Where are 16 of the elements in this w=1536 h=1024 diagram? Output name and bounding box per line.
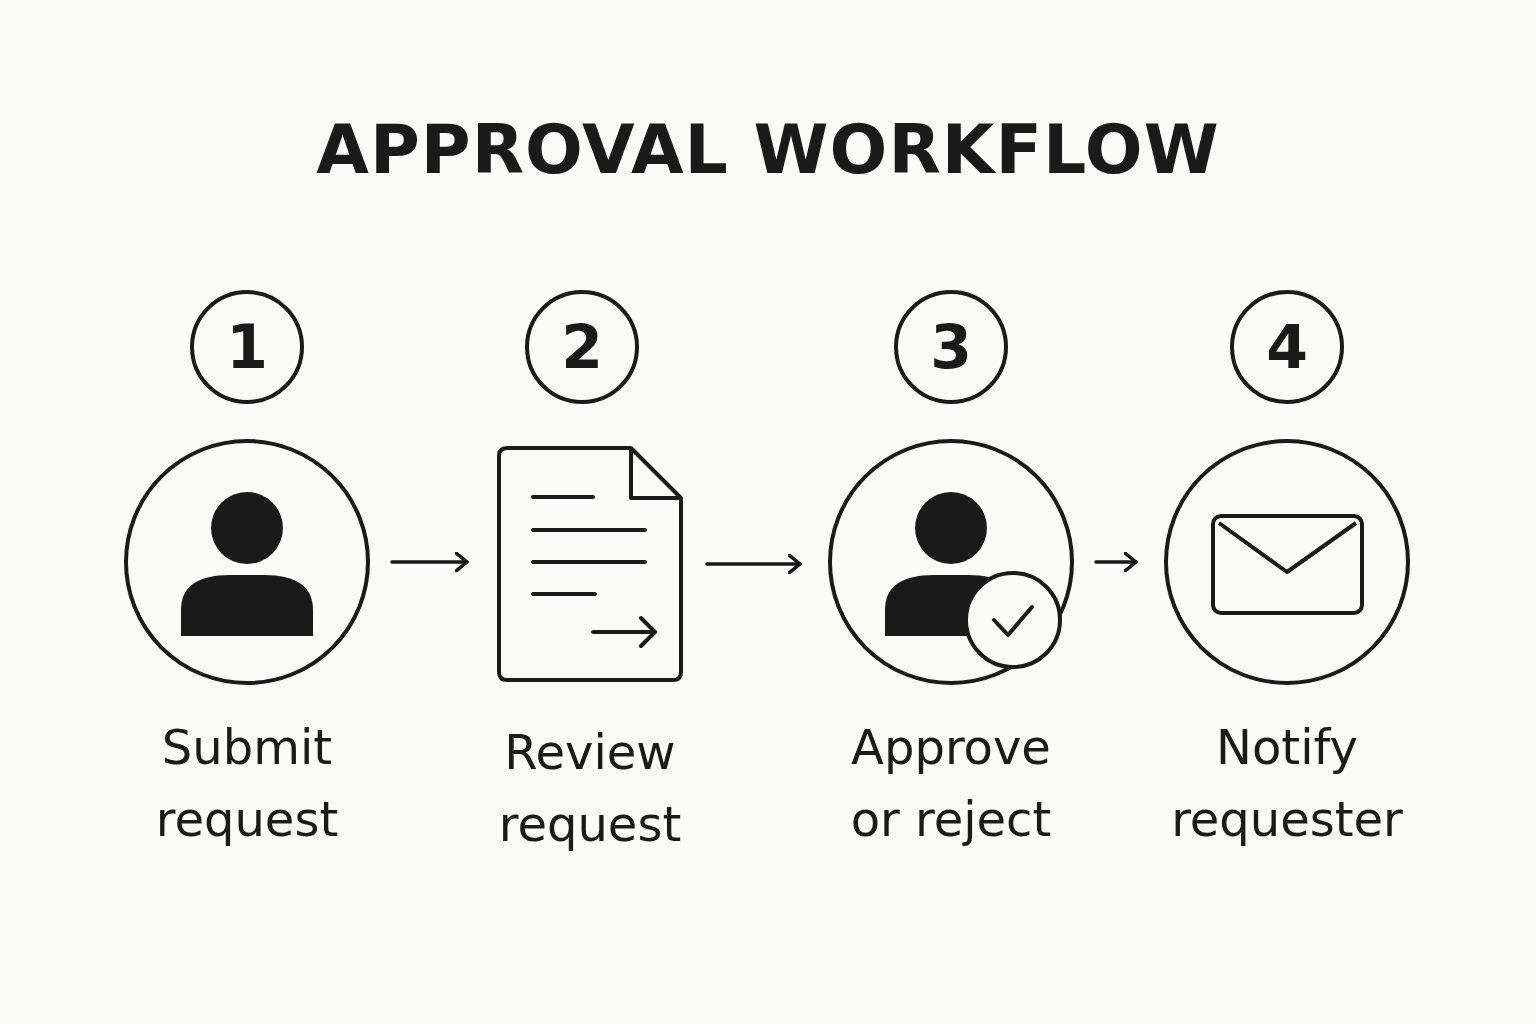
document-icon <box>495 444 685 684</box>
arrow <box>390 551 469 573</box>
step-label: Approve or reject <box>849 718 1053 849</box>
step-label: Review request <box>497 723 683 854</box>
step-number: 4 <box>1230 290 1344 404</box>
step-number: 2 <box>525 290 639 404</box>
step-label: Notify requester <box>1170 718 1404 849</box>
arrow <box>1094 551 1138 573</box>
step-number: 1 <box>190 290 304 404</box>
step-label: Submit request <box>154 718 340 849</box>
step-number: 3 <box>894 290 1008 404</box>
approved-user-icon <box>828 439 1074 685</box>
envelope-icon <box>1164 439 1410 685</box>
user-icon <box>124 439 370 685</box>
title: APPROVAL WORKFLOW <box>315 110 1221 189</box>
arrow <box>705 553 802 575</box>
